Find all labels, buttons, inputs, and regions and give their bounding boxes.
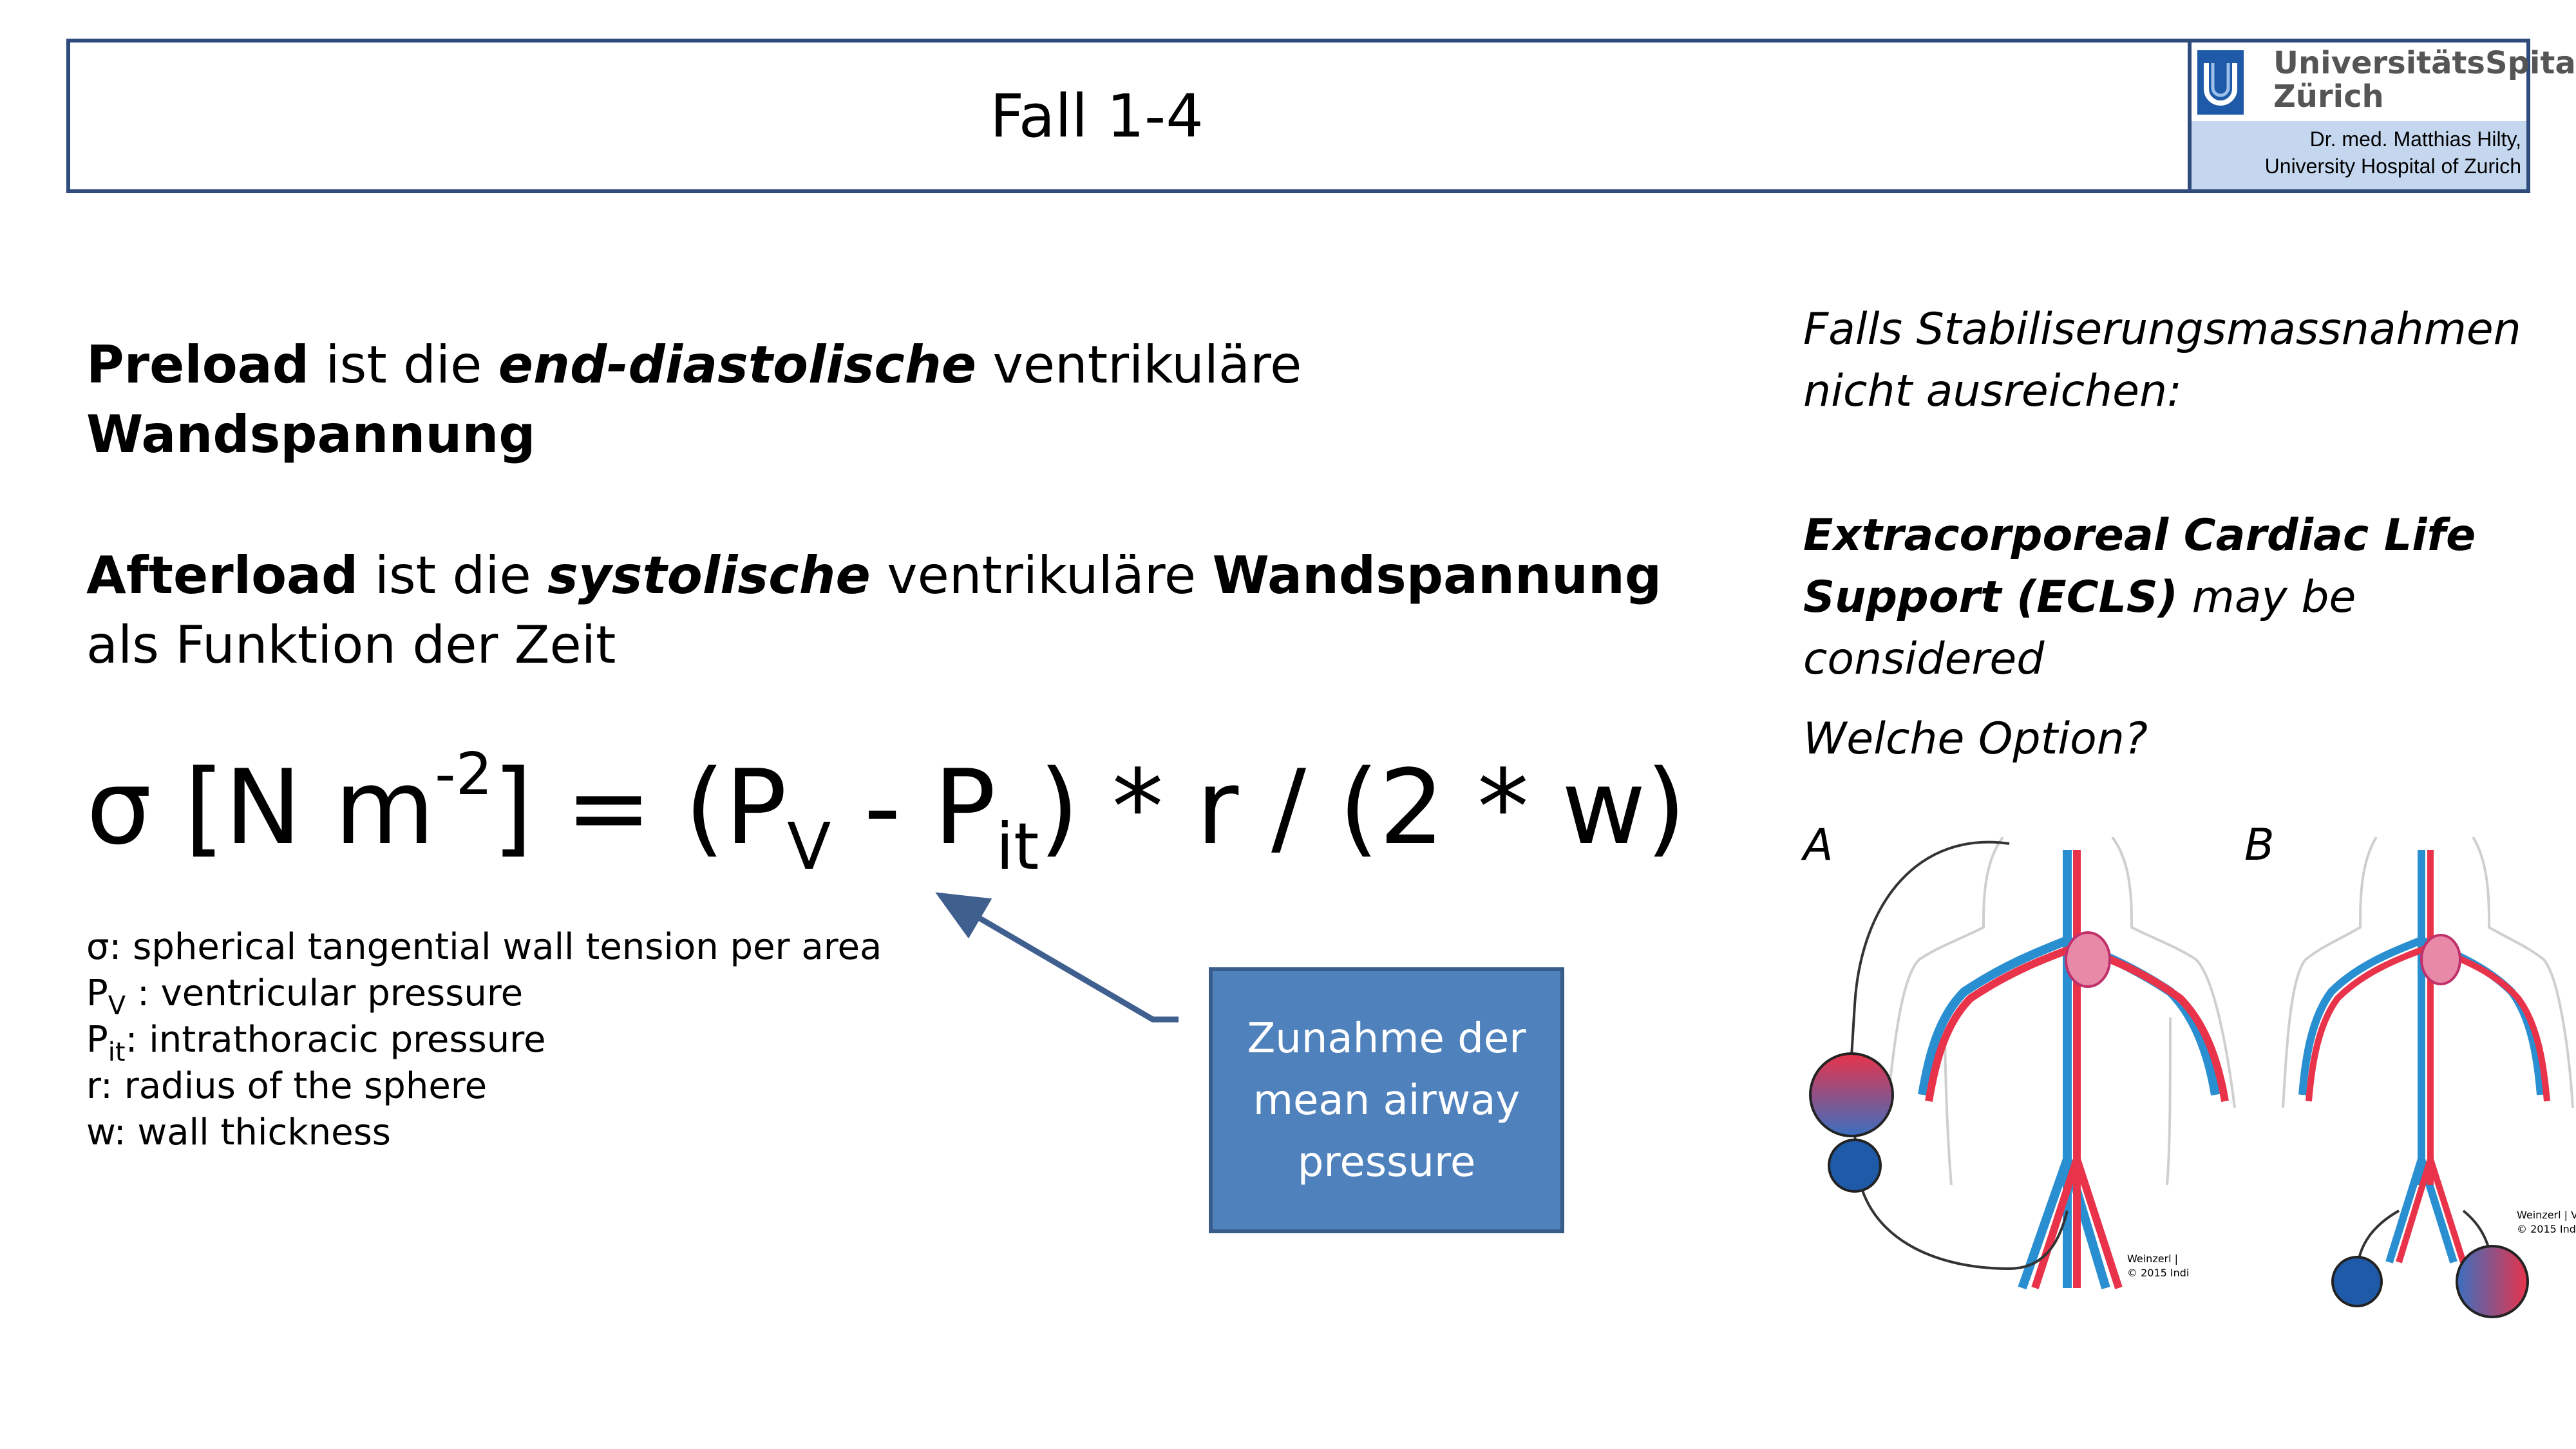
author-name: Dr. med. Matthias Hilty,	[2309, 128, 2521, 151]
author-affiliation: University Hospital of Zurich	[2264, 155, 2521, 178]
figure-a: Weinzerl | © 2015 Indi	[1809, 836, 2236, 1290]
header-frame	[66, 39, 2530, 193]
formula-part1: σ [N m	[86, 747, 435, 867]
option-label-a: A	[1803, 820, 1833, 871]
credit-b-line1: Weinzerl | Visual	[2517, 1209, 2576, 1221]
legend-pv-sub: V	[108, 991, 126, 1021]
formula-sub-v: V	[786, 809, 831, 884]
figure-b: Weinzerl | Visual © 2015 Indiana U	[2282, 836, 2576, 1318]
preload-term2: Wandspannung	[86, 404, 536, 464]
logo-top	[2192, 43, 2526, 121]
afterload-emphasis: systolische	[547, 545, 871, 605]
pump-b	[2331, 1256, 2383, 1307]
option-label-b: B	[2244, 820, 2275, 871]
oxygenator-a	[1809, 1052, 1894, 1137]
credit-b-line2: © 2015 Indiana U	[2517, 1223, 2576, 1235]
afterload-text3: als Funktion der Zeit	[86, 615, 616, 675]
formula-sub-it: it	[996, 809, 1039, 884]
logo-panel	[2188, 39, 2530, 193]
ecls-term: Extracorporeal Cardiac Life Support (ECL…	[1803, 510, 2476, 623]
legend-sigma: σ: spherical tangential wall tension per…	[86, 926, 882, 968]
legend-w: w: wall thickness	[86, 1112, 391, 1153]
legend-pit: Pit: intrathoracic pressure	[86, 1019, 546, 1067]
legend-pv: PV : ventricular pressure	[86, 972, 524, 1021]
preload-definition: Preload ist die end-diastolische ventrik…	[86, 330, 1632, 469]
legend-pv-symbol: P	[86, 972, 108, 1014]
ecls-statement: Extracorporeal Cardiac Life Support (ECL…	[1803, 505, 2544, 690]
afterload-term: Afterload	[86, 545, 359, 605]
legend-pit-sub: it	[108, 1037, 126, 1067]
preload-text2: ventrikuläre	[976, 335, 1302, 395]
callout-box: Zunahme der mean airway pressure	[1209, 967, 1564, 1233]
usz-logo-icon	[2197, 50, 2244, 115]
ecls-rest: may be considered	[1803, 572, 2356, 685]
formula-exponent: -2	[435, 741, 493, 808]
legend-pit-text: : intrathoracic pressure	[125, 1019, 546, 1061]
callout-line2: mean airway	[1253, 1076, 1520, 1124]
logo-wordmark-line1: UniversitätsSpital	[2273, 45, 2576, 81]
option-question: Welche Option?	[1803, 714, 2148, 764]
logo-wordmark-line2: Zürich	[2273, 79, 2384, 115]
slide-title: Fall 1-4	[990, 81, 1204, 151]
legend-r: r: radius of the sphere	[86, 1065, 488, 1107]
legend-pv-text: : ventricular pressure	[126, 972, 524, 1014]
preload-term: Preload	[86, 335, 309, 395]
callout-line1: Zunahme der	[1247, 1014, 1526, 1063]
formula-part4: ) * r / (2 * w)	[1039, 747, 1687, 867]
author-panel	[2192, 121, 2526, 189]
formula-part3: - P	[831, 747, 996, 867]
oxygenator-b	[2456, 1245, 2529, 1318]
formula-part2: ] = (P	[492, 747, 787, 867]
preload-emphasis: end-diastolische	[498, 335, 977, 395]
pump-a	[1828, 1139, 1882, 1193]
afterload-text1: ist die	[358, 545, 548, 605]
ecls-illustrations: Weinzerl | © 2015 Indi Weinzerl | Visual…	[1809, 836, 2576, 1318]
afterload-text2: ventrikuläre	[870, 545, 1213, 605]
wall-tension-formula: σ [N m-2] = (PV - Pit) * r / (2 * w)	[86, 741, 1687, 884]
legend-pit-symbol: P	[86, 1019, 108, 1061]
afterload-term2: Wandspannung	[1212, 545, 1662, 605]
callout-line3: pressure	[1297, 1138, 1476, 1186]
stabilization-question: Falls Stabiliserungsmassnahmen nicht aus…	[1803, 304, 2521, 417]
heart-a	[2065, 931, 2111, 988]
credit-a-line2: © 2015 Indi	[2127, 1267, 2189, 1279]
afterload-definition: Afterload ist die systolische ventrikulä…	[86, 541, 1696, 680]
heart-b	[2420, 934, 2461, 985]
preload-text1: ist die	[308, 335, 498, 395]
credit-a-line1: Weinzerl |	[2127, 1253, 2178, 1265]
